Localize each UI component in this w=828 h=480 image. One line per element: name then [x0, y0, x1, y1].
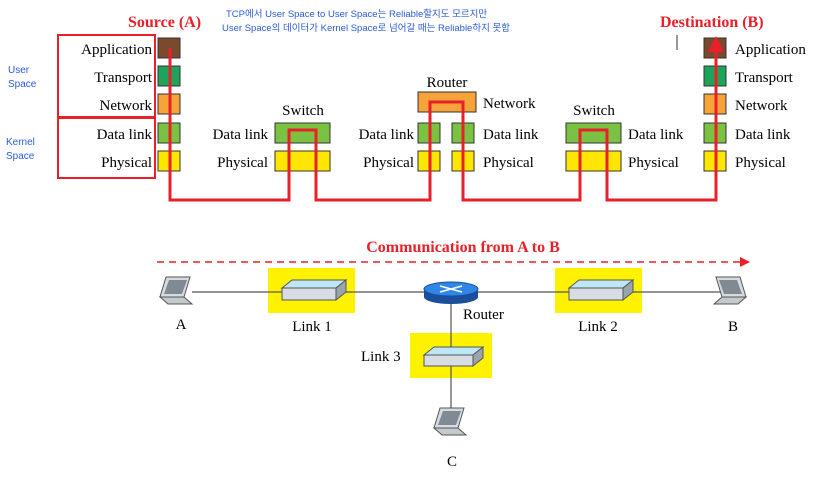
switch2-datalink-box: [565, 122, 622, 144]
switch2-label: Switch: [573, 103, 615, 119]
user-space-label-1: User: [8, 65, 30, 76]
annotation-line-2: User Space의 데이터가 Kernel Space로 넘어갈 때는 Re…: [222, 22, 510, 34]
switch-icon: [567, 278, 635, 302]
communication-arrowhead: [740, 257, 750, 267]
dest-layer-network: Network: [735, 98, 788, 114]
router-icon: [423, 281, 479, 304]
annotation-line-1: TCP에서 User Space to User Space는 Reliable…: [226, 9, 487, 20]
node-c-label: C: [447, 454, 457, 470]
destination-arrowhead: [708, 36, 724, 52]
kernel-space-box: [57, 117, 156, 179]
switch-icon: [422, 345, 485, 368]
source-layer-datalink: Data link: [97, 127, 153, 143]
destination-title: Destination (B): [660, 14, 764, 31]
data-path-line: [168, 48, 718, 202]
switch1-label: Switch: [282, 103, 324, 119]
switch-icon: [280, 278, 348, 302]
switch2-physical-box: [565, 150, 622, 172]
link2-label: Link 2: [578, 319, 618, 335]
node-a-label: A: [176, 317, 187, 333]
source-layer-transport: Transport: [94, 70, 153, 86]
kernel-space-label-2: Space: [6, 151, 35, 162]
switch1-datalink-box: [274, 122, 331, 144]
user-space-label-2: Space: [8, 79, 37, 90]
router-datalink-label-right: Data link: [483, 127, 539, 143]
dest-layer-transport: Transport: [735, 70, 794, 86]
laptop-icon-a: [158, 276, 194, 305]
router-datalink-label-left: Data link: [359, 127, 415, 143]
switch1-physical-box: [274, 150, 331, 172]
source-title: Source (A): [128, 14, 201, 31]
laptop-icon-c: [432, 407, 468, 436]
link1-label: Link 1: [292, 319, 332, 335]
router-label-top: Router: [427, 75, 468, 91]
dest-layer-physical: Physical: [735, 155, 786, 171]
switch2-datalink-label: Data link: [628, 127, 684, 143]
switch1-datalink-label: Data link: [213, 127, 269, 143]
dest-layer-datalink: Data link: [735, 127, 791, 143]
router-physical-label-right: Physical: [483, 155, 534, 171]
router-network-label: Network: [483, 96, 536, 112]
router-bottom-label: Router: [463, 307, 504, 323]
source-layer-network: Network: [100, 98, 153, 114]
dest-layer-application: Application: [735, 42, 806, 58]
source-layer-physical: Physical: [101, 155, 152, 171]
link3-label: Link 3: [361, 349, 401, 365]
switch1-physical-label: Physical: [217, 155, 268, 171]
router-physical-label-left: Physical: [363, 155, 414, 171]
source-layer-application: Application: [81, 42, 152, 58]
kernel-space-label-1: Kernel: [6, 137, 35, 148]
node-b-label: B: [728, 319, 738, 335]
switch2-physical-label: Physical: [628, 155, 679, 171]
laptop-icon-b: [712, 276, 748, 305]
communication-title: Communication from A to B: [366, 239, 560, 256]
